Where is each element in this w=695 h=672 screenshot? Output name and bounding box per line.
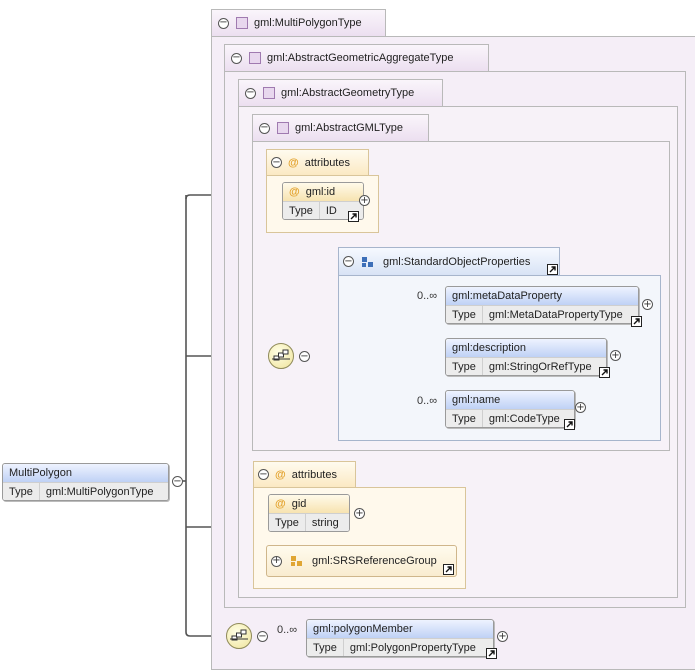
collapse-icon[interactable]: −: [231, 52, 242, 64]
external-link-icon[interactable]: [599, 367, 610, 378]
meta-data-property-element[interactable]: gml:metaDataProperty Type gml:MetaDataPro…: [445, 286, 639, 324]
expand-icon[interactable]: +: [575, 401, 586, 413]
external-link-icon[interactable]: [486, 648, 497, 659]
abstract-gml-type-label: gml:AbstractGMLType: [295, 122, 403, 134]
collapse-icon[interactable]: −: [258, 468, 269, 480]
gid-name: gid: [291, 498, 307, 510]
srs-reference-group[interactable]: + gml:SRSReferenceGroup: [266, 545, 457, 577]
expand-icon[interactable]: +: [642, 298, 653, 310]
polygon-member-name: gml:polygonMember: [313, 623, 413, 635]
collapse-icon[interactable]: −: [245, 87, 256, 99]
abstract-geometry-type-label: gml:AbstractGeometryType: [281, 87, 415, 99]
expand-icon[interactable]: +: [610, 349, 621, 361]
meta-data-property-occurs: 0..∞: [417, 290, 438, 302]
expand-icon[interactable]: +: [359, 194, 370, 206]
collapse-icon[interactable]: −: [259, 122, 270, 134]
name-occurs: 0..∞: [417, 395, 438, 407]
type-key: Type: [269, 514, 306, 531]
collapse-icon[interactable]: −: [257, 630, 268, 642]
collapse-icon[interactable]: −: [172, 475, 183, 487]
complex-type-icon: [263, 87, 275, 99]
multipolygon-root-element[interactable]: MultiPolygon Type gml:MultiPolygonType: [2, 463, 169, 501]
attribute-icon: @: [275, 468, 286, 481]
polygon-member-type: gml:PolygonPropertyType: [349, 642, 476, 654]
type-key: Type: [3, 483, 40, 500]
root-type: gml:MultiPolygonType: [45, 486, 154, 498]
expand-icon[interactable]: +: [354, 507, 365, 519]
attributes-tab-2[interactable]: − @ attributes: [253, 461, 356, 487]
type-key: Type: [446, 358, 483, 375]
meta-data-property-name: gml:metaDataProperty: [452, 290, 563, 302]
group-icon: [362, 256, 373, 267]
external-link-icon[interactable]: [564, 419, 575, 430]
abstract-geometric-aggregate-type-tab[interactable]: − gml:AbstractGeometricAggregateType: [224, 44, 489, 71]
attributes-label: attributes: [291, 468, 337, 481]
abstract-geometric-aggregate-type-label: gml:AbstractGeometricAggregateType: [267, 52, 454, 64]
name-name: gml:name: [452, 394, 501, 406]
external-link-icon[interactable]: [443, 564, 454, 575]
meta-data-property-type: gml:MetaDataPropertyType: [488, 309, 623, 321]
gid-type: string: [311, 517, 339, 529]
type-key: Type: [446, 306, 483, 323]
polygon-member-occurs: 0..∞: [277, 624, 298, 636]
collapse-icon[interactable]: −: [299, 350, 310, 362]
standard-object-properties-label: gml:StandardObjectProperties: [383, 255, 531, 268]
collapse-icon[interactable]: −: [343, 255, 354, 267]
srs-reference-group-label: gml:SRSReferenceGroup: [312, 555, 437, 567]
abstract-gml-type-tab[interactable]: − gml:AbstractGMLType: [252, 114, 429, 141]
description-element[interactable]: gml:description Type gml:StringOrRefType: [445, 338, 607, 376]
sequence-compositor[interactable]: [226, 623, 252, 649]
collapse-icon[interactable]: −: [271, 156, 282, 168]
sequence-icon: [230, 629, 248, 641]
expand-icon[interactable]: +: [497, 630, 508, 642]
gml-id-name: gml:id: [305, 186, 336, 198]
standard-object-properties-tab[interactable]: − gml:StandardObjectProperties: [338, 247, 560, 275]
external-link-icon[interactable]: [631, 316, 642, 327]
complex-type-icon: [277, 122, 289, 134]
name-element[interactable]: gml:name Type gml:CodeType: [445, 390, 575, 428]
gid-attribute[interactable]: @ gid Type string: [268, 494, 350, 532]
attribute-icon: @: [275, 498, 286, 510]
gml-id-attribute[interactable]: @ gml:id Type ID: [282, 182, 364, 220]
attribute-icon: @: [288, 156, 299, 169]
expand-icon[interactable]: +: [271, 555, 282, 567]
attributes-label: attributes: [304, 156, 350, 169]
gml-id-type: ID: [325, 205, 337, 217]
type-key: Type: [283, 202, 320, 219]
root-name: MultiPolygon: [9, 467, 72, 479]
external-link-icon[interactable]: [348, 211, 359, 222]
abstract-geometry-type-tab[interactable]: − gml:AbstractGeometryType: [238, 79, 443, 106]
external-link-icon[interactable]: [547, 264, 558, 275]
attributes-tab[interactable]: − @ attributes: [266, 149, 369, 175]
multipolygon-type-tab[interactable]: − gml:MultiPolygonType: [211, 9, 386, 36]
name-type: gml:CodeType: [488, 413, 560, 425]
polygon-member-element[interactable]: gml:polygonMember Type gml:PolygonPropert…: [306, 619, 494, 657]
sequence-compositor[interactable]: [268, 343, 294, 369]
multipolygon-type-label: gml:MultiPolygonType: [254, 17, 362, 29]
complex-type-icon: [249, 52, 261, 64]
type-key: Type: [307, 639, 344, 656]
description-type: gml:StringOrRefType: [488, 361, 592, 373]
complex-type-icon: [236, 17, 248, 29]
attribute-icon: @: [289, 186, 300, 198]
type-key: Type: [446, 410, 483, 427]
collapse-icon[interactable]: −: [218, 17, 229, 29]
description-name: gml:description: [452, 342, 526, 354]
sequence-icon: [272, 349, 290, 361]
attribute-group-icon: [291, 556, 302, 566]
